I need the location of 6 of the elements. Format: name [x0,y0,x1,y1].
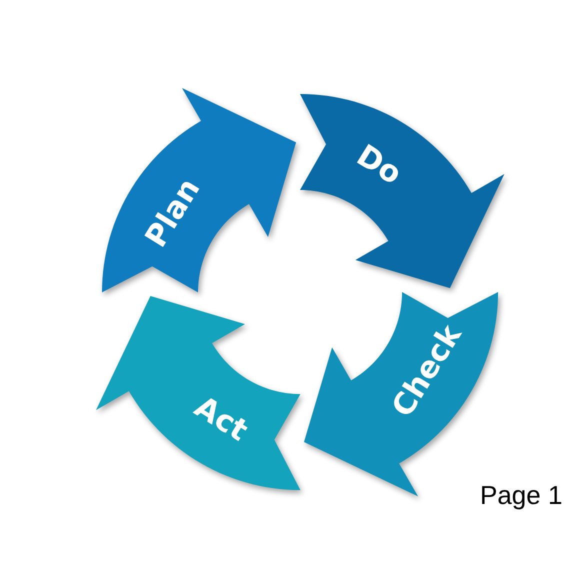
page-number: Page 1 [480,480,562,511]
cycle-arrow-segment [300,94,504,288]
stage-label: Act [188,390,254,449]
cycle-arrow-segment [96,296,300,490]
cycle-arrow-segment [102,88,296,292]
stage-label: Do [350,138,408,192]
